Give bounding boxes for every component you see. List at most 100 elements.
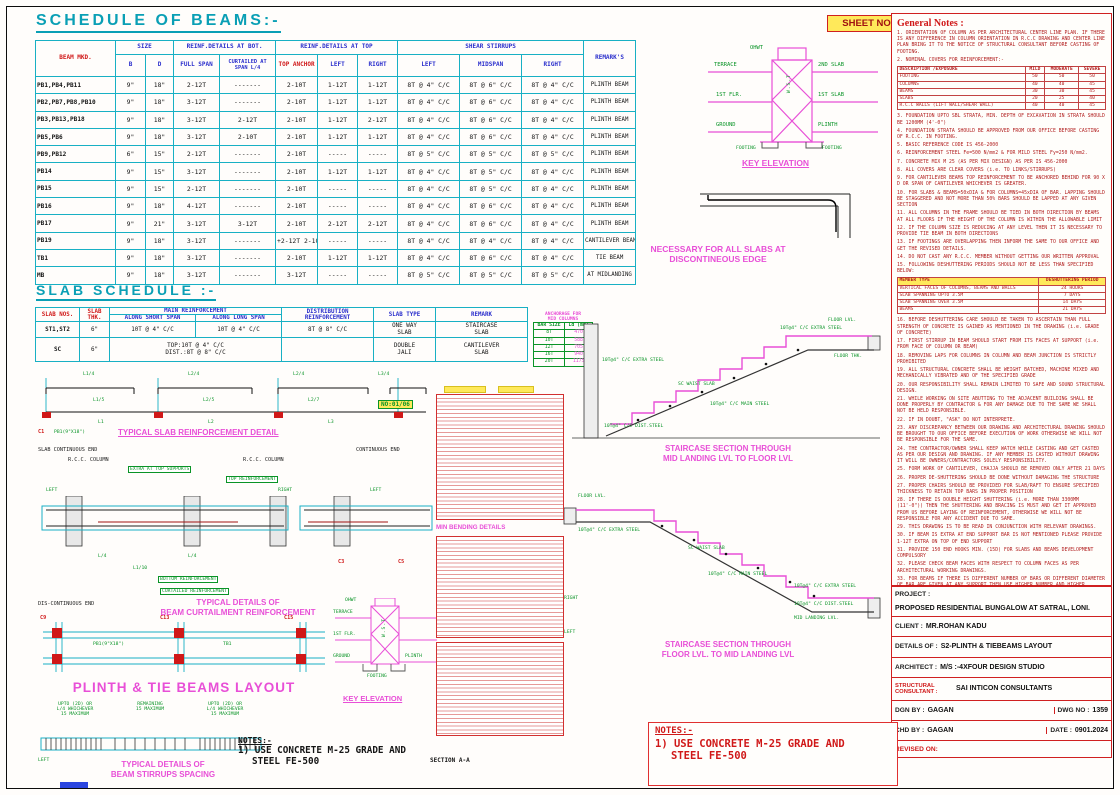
note-item: 14. DO NOT CAST ANY R.C.C. MEMBER WITHOU… xyxy=(897,254,1100,260)
note-item: 1. ORIENTATION OF COLUMN AS PER ARCHITEC… xyxy=(897,31,1105,55)
note-item: 17. FIRST STIRRUP IN BEAM SHOULD START F… xyxy=(897,339,1100,351)
waist-slab-label: SC WAIST SLAB xyxy=(688,546,725,551)
structural-consultant-label: STRUCTURAL CONSULTANT : xyxy=(895,682,938,695)
client-row: CLIENT : MR.ROHAN KADU xyxy=(892,617,1111,638)
col-header: DISTRIBUTION REINFORCEMENT xyxy=(281,306,375,323)
beam-schedule-table: BEAM MKD. SIZE REINF.DETAILS AT BOT. REI… xyxy=(35,40,637,285)
key-elevation-small: OHWT TERRACE W.S.T 1ST FLR. GROUND PLINT… xyxy=(333,597,439,716)
project-row: PROJECT : PROPOSED RESIDENTIAL BUNGALOW … xyxy=(892,587,1111,618)
col-header: TOP ANCHOR xyxy=(275,54,319,77)
dim-label: L2/4 xyxy=(188,372,200,377)
dist-steel-label: 10T@4" C/C DIST.STEEL xyxy=(794,602,854,607)
column-mark: C5 xyxy=(398,559,405,565)
discontinuous-edge-note: NECESSARY FOR ALL SLABS AT DISCONTINEOUS… xyxy=(650,244,786,265)
dgn-by-value: GAGAN xyxy=(927,707,954,715)
note-item: 18. REMOVING LAPS FOR COLUMNS IN COLUMN … xyxy=(897,353,1097,365)
note-item: 22. IF IN DOUBT, "ASK" DO NOT INTERPRETE… xyxy=(897,417,1016,423)
ground-label: GROUND xyxy=(333,654,350,659)
extra-steel-label: 10T@4" C/C EXTRA STEEL xyxy=(602,358,665,363)
covers-row: R.C.C WALLS (LIFT WALL/SHEAR WALL) 40 40… xyxy=(897,102,1106,111)
covers-row: BEAMS 30 30 45 xyxy=(897,87,1106,96)
revised-on-label: REVISED ON: xyxy=(895,745,938,753)
highlight-chip xyxy=(498,386,534,393)
floor-thk-label: FLOOR THK. xyxy=(834,354,863,359)
deshuttering-row: SLAB SPANNING OVER 3.5M 14 DAYS xyxy=(896,299,1106,308)
col-header: ALONG LONG SPAN xyxy=(194,314,283,323)
anchorage-title: ANCHORAGE FOR xyxy=(545,312,581,317)
deshuttering-row: BEAMS 21 DAYS xyxy=(896,306,1106,315)
col-header: MAIN REINFORCEMENT xyxy=(108,306,283,316)
beam-curtailment-detail: SLAB CONTINUOUS END CONTINUOUS END R.C.C… xyxy=(38,447,436,620)
general-notes-list-a: 1. ORIENTATION OF COLUMN AS PER ARCHITEC… xyxy=(897,31,1106,64)
beam-table-row: PB3,PB13,PB18 9" 18" 3-12T 2-12T 2-10T 1… xyxy=(35,110,637,129)
staircase-section-1: FLOOR LVL. FLOOR THK. 10T@4" C/C EXTRA S… xyxy=(562,298,888,476)
left-label: LEFT xyxy=(46,488,58,493)
beam-table-row: MB 9" 18" 3-12T ------- 3-12T ----- ----… xyxy=(35,266,637,285)
covers-row: COLUMNS 40 40 45 xyxy=(897,80,1106,89)
beam-mark: PB16 xyxy=(35,197,116,216)
dwg-no-value: 1359 xyxy=(1092,707,1108,715)
beam-mark: PB1(9"X18") xyxy=(54,430,86,435)
notes-black-block: NOTES:- 1) USE CONCRETE M-25 GRADE AND S… xyxy=(238,736,428,767)
key-elevation-small-drawing xyxy=(335,597,437,672)
note-item: 19. ALL STRUCTURAL CONCRETE SHALL BE WEI… xyxy=(897,368,1100,380)
beam-table-row: PB14 9" 15" 3-12T ------- 2-10T 1-12T 1-… xyxy=(35,162,637,181)
general-notes-list-b: 3. FOUNDATION UPTO SBL STRATA, MIN. DEPT… xyxy=(897,114,1106,275)
column-mark: C13 xyxy=(160,615,170,621)
dim-label: L1/10 xyxy=(133,566,148,571)
beam-table-row: TB1 9" 18" 3-12T ------- 2-10T 1-12T 1-1… xyxy=(35,248,637,268)
dim-label: L2/7 xyxy=(308,398,320,403)
beam-mark: PB14 xyxy=(35,162,116,181)
slab-detail-drawing xyxy=(42,378,427,418)
chd-by-label: CHD BY : xyxy=(895,727,925,735)
chd-date-row: CHD BY : GAGAN DATE : 0901.2024 xyxy=(892,721,1111,742)
staircase-2-title: STAIRCASE SECTION THROUGH FLOOR LVL. TO … xyxy=(661,640,795,659)
footing-label: FOOTING xyxy=(822,146,842,151)
notes-red-box: NOTES:- 1) USE CONCRETE M-25 GRADE AND S… xyxy=(648,722,898,786)
beam-table-row: PB9,PB12 6" 15" 2-12T ------- 2-10T ----… xyxy=(35,145,637,164)
slab-schedule-title: SLAB SCHEDULE :- xyxy=(36,282,217,301)
footing-label: FOOTING xyxy=(736,146,756,151)
slab-schedule-table: SLAB NOS. SLAB THK. MAIN REINFORCEMENT D… xyxy=(35,306,529,363)
right-label: RIGHT xyxy=(278,488,293,493)
extra-steel-label: 10T@4" C/C EXTRA STEEL xyxy=(794,584,857,589)
beam-table-row: PB2,PB7,PB8,PB10 9" 18" 3-12T ------- 2-… xyxy=(35,93,637,112)
general-notes-list-c: 16. BEFORE DESHUTTERING CARE SHOULD BE T… xyxy=(897,318,1106,595)
architect-row: ARCHITECT : M/S :-4XFOUR DESIGN STUDIO xyxy=(892,658,1111,678)
note-item: 8. ALL COVERS ARE CLEAR COVERS (i.e. TO … xyxy=(897,167,1056,173)
dim-label: L3 xyxy=(328,420,334,425)
beam-mark: TB1 xyxy=(35,248,116,268)
note-item: 30. IF BEAM IS EXTRA AT END SUPPORT BAR … xyxy=(897,533,1103,545)
general-notes-panel: General Notes : 1. ORIENTATION OF COLUMN… xyxy=(891,13,1112,594)
note-item: 24. THE CONTRACTOR/OWNER SHALL KEEP WATC… xyxy=(897,446,1100,465)
col-header: SHEAR STIRRUPS xyxy=(397,40,585,55)
col-header: MILD xyxy=(1024,66,1046,75)
plinth-label: PLINTH xyxy=(818,122,838,128)
beam-table-row: PB19 9" 18" 3-12T ------- +2-12T 2-10T -… xyxy=(35,231,637,250)
note-item: 31. PROVIDE 150 END HOOKS MIN. (15D) FOR… xyxy=(897,547,1094,560)
project-value: PROPOSED RESIDENTIAL BUNGALOW AT SATRAL,… xyxy=(895,605,1090,612)
discontinuous-end-label: DIS-CONTINUOUS END xyxy=(38,601,95,607)
note-item: 21. WHILE WORKING ON SITE ABUTTING TO TH… xyxy=(897,396,1097,415)
slab-continuous-end-label: SLAB CONTINUOUS END xyxy=(38,447,98,453)
anchorage-row: 8T 470 xyxy=(532,329,593,338)
wst-label: W.S.T xyxy=(787,74,792,94)
note-item: 12. IF THE COLUMN SIZE IS REDUCING AT AN… xyxy=(897,225,1103,238)
left-label: LEFT xyxy=(370,488,382,493)
dim-label: L1/5 xyxy=(93,398,105,403)
beam-mark: MB xyxy=(35,266,116,285)
note-item: 2. NOMINAL COVERS FOR REINFORCEMENT:- xyxy=(897,57,1004,63)
extra-steel-label: 10T@4" C/C EXTRA STEEL xyxy=(780,326,843,331)
dim-label: L1/4 xyxy=(83,372,95,377)
min-bending-title: MIN BENDING DETAILS xyxy=(436,524,506,531)
highlight-chip xyxy=(444,386,486,393)
client-value: MR.ROHAN KADU xyxy=(925,623,987,631)
col-header: BEAM MKD. xyxy=(35,40,116,77)
col-header: ALONG SHORT SPAN xyxy=(109,314,196,323)
curtailment-drawing xyxy=(41,496,433,547)
